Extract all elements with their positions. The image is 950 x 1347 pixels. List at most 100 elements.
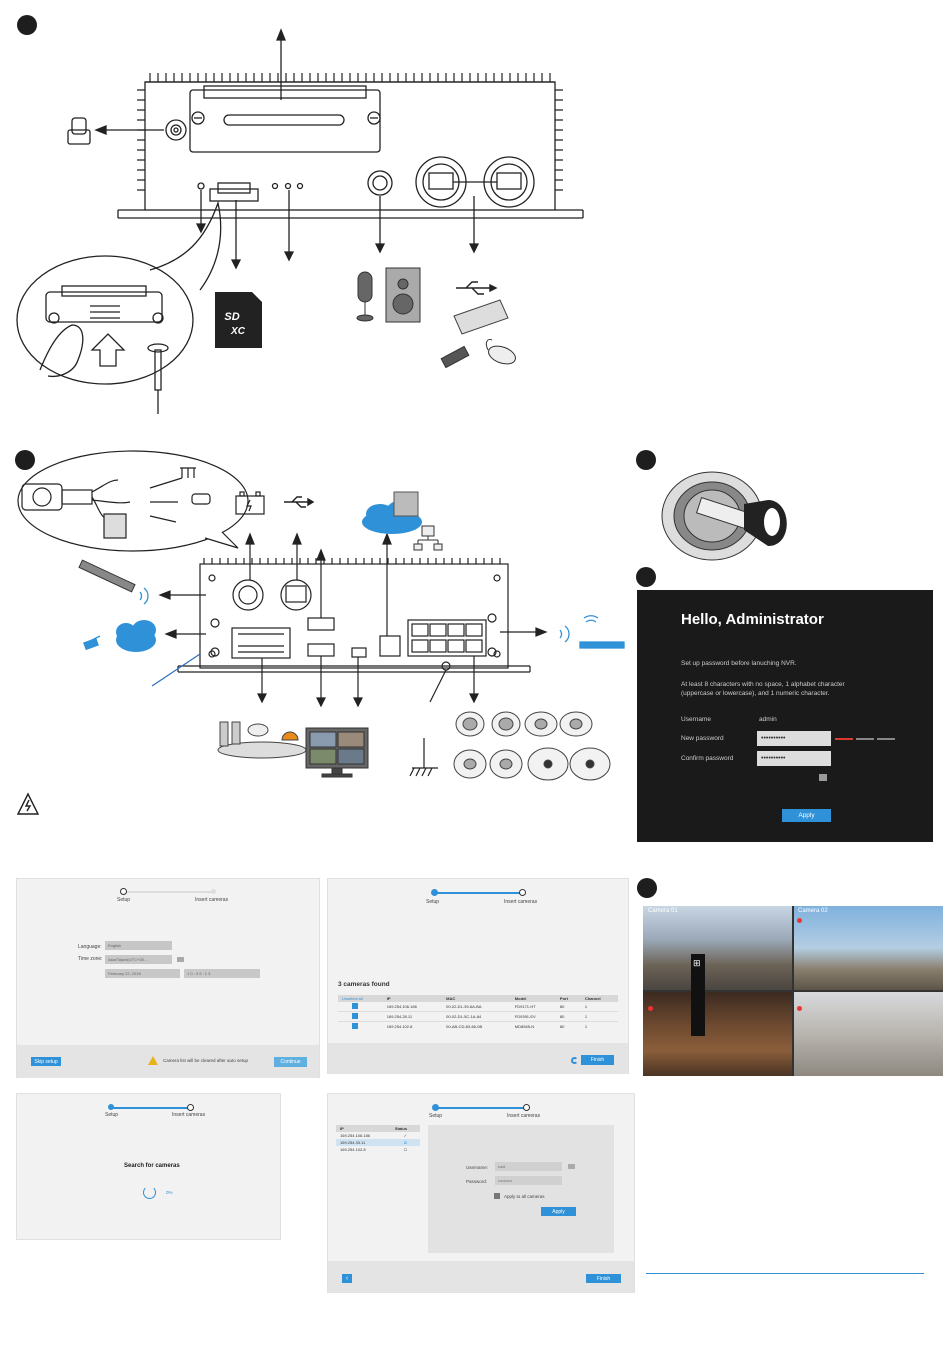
row-ip: 169.254.106.186 xyxy=(340,1133,371,1138)
step-badge-7 xyxy=(637,878,657,898)
sd-card-icon: SD XC xyxy=(215,292,262,348)
col-ip[interactable]: IP xyxy=(386,996,391,1001)
row-status: ☐ xyxy=(403,1147,408,1152)
spinner-icon xyxy=(143,1186,156,1199)
row-model: FD9391-EV xyxy=(514,1014,536,1019)
row-model: FD9171-HT xyxy=(514,1004,536,1009)
row-channel: 1 xyxy=(584,1024,588,1029)
monitor-icon xyxy=(305,727,369,778)
time-field[interactable]: 1 0 : 3 9 : 1 3 xyxy=(184,969,260,978)
username-label: Username: xyxy=(466,1165,489,1170)
step-badge-2 xyxy=(15,450,35,470)
table-row[interactable]: 169.254.106.186 ✓ xyxy=(336,1132,420,1139)
continue-button[interactable]: Continue xyxy=(274,1057,307,1067)
row-checkbox[interactable] xyxy=(352,1023,358,1029)
date-field[interactable]: February 22, 2018 xyxy=(105,969,180,978)
warning-icon xyxy=(148,1056,158,1065)
camera-status-table: IP Status 169.254.106.186 ✓ 169.254.33.1… xyxy=(336,1125,420,1153)
found-footer xyxy=(328,1043,628,1074)
progress-fill xyxy=(435,892,523,894)
col-model[interactable]: Model xyxy=(514,996,527,1001)
col-channel[interactable]: Channel xyxy=(584,996,601,1001)
hello-dialog: Hello, Administrator Set up password bef… xyxy=(637,590,933,842)
step-setup-dot xyxy=(108,1104,114,1110)
insert-panel: Setup Insert cameras IP Status 169.254.1… xyxy=(327,1093,635,1293)
progress-fill xyxy=(111,1107,191,1109)
search-title: Search for cameras xyxy=(124,1163,180,1169)
record-indicator xyxy=(648,1006,653,1011)
grid-icon[interactable]: ⊞ xyxy=(693,958,701,968)
row-channel: 1 xyxy=(584,1004,588,1009)
step-setup-label: Setup xyxy=(105,1112,119,1118)
back-button[interactable]: ‹ xyxy=(342,1274,352,1283)
new-password-field[interactable]: •••••••••• xyxy=(757,731,831,746)
keyboard-toggle-icon[interactable] xyxy=(819,774,827,781)
table-row[interactable]: 169.254.28.11 00-02-D1-5C-1A-84 FD9391-E… xyxy=(338,1012,618,1022)
col-port[interactable]: Port xyxy=(559,996,568,1001)
username-field[interactable]: root xyxy=(495,1162,562,1171)
camera-tile-2[interactable] xyxy=(794,906,943,990)
mouse-icon xyxy=(485,339,516,365)
password-label: Password: xyxy=(466,1179,488,1184)
keyboard-icon[interactable] xyxy=(568,1164,575,1169)
timezone-label: Time zone: xyxy=(78,956,103,962)
credentials-box xyxy=(428,1125,614,1253)
side-menu[interactable] xyxy=(691,954,705,1036)
table-row[interactable]: 169.254.33.11 ☑ xyxy=(336,1139,420,1146)
language-select[interactable]: English xyxy=(105,941,172,950)
cloud-icon xyxy=(116,620,156,652)
row-checkbox[interactable] xyxy=(352,1003,358,1009)
step-insert-label: Insert cameras xyxy=(172,1112,206,1118)
table-row[interactable]: 169.254.106.186 00-02-D1-39-6A-BA FD9171… xyxy=(338,1002,618,1012)
usb-icon xyxy=(456,281,498,295)
col-ip[interactable]: IP xyxy=(340,1126,344,1131)
apply-button[interactable]: Apply xyxy=(541,1207,576,1216)
svg-text:XC: XC xyxy=(230,326,246,337)
keyboard-icon xyxy=(453,299,509,335)
row-status: ✓ xyxy=(403,1133,408,1138)
col-unselect-all[interactable]: Unselect all xyxy=(342,996,363,1001)
row-checkbox[interactable] xyxy=(352,1013,358,1019)
cameras-table: Unselect all IP MAC Model Port Channel 1… xyxy=(338,995,618,1031)
col-mac[interactable]: MAC xyxy=(446,996,456,1001)
microphone-icon xyxy=(356,271,374,322)
setup-footer xyxy=(17,1045,319,1078)
table-row[interactable]: 169.254.102.8 00-AB-CD-83-66-0B MD8565-N… xyxy=(338,1022,618,1032)
skip-setup-button[interactable]: Skip setup xyxy=(31,1057,61,1066)
confirm-password-field[interactable]: •••••••••• xyxy=(757,751,831,766)
step-badge-1 xyxy=(17,15,37,35)
table-row[interactable]: 169.254.102.8 ☐ xyxy=(336,1146,420,1153)
live-view: Camera 01 Camera 02 ⊞ xyxy=(643,906,943,1076)
speaker-icon xyxy=(385,267,421,323)
camera-tile-1[interactable] xyxy=(643,906,792,990)
step-insert-dot xyxy=(211,889,216,894)
usb-icon xyxy=(284,496,315,508)
finish-button[interactable]: Finish xyxy=(586,1274,621,1283)
hello-line-2: At least 8 characters with no space, 1 a… xyxy=(681,681,845,688)
satellite-icon xyxy=(78,559,136,593)
warning-icon xyxy=(16,792,40,815)
finish-button[interactable]: Finish xyxy=(581,1055,614,1065)
front-panel-diagram: SD XC xyxy=(16,28,584,414)
apply-button[interactable]: Apply xyxy=(782,809,831,822)
password-field[interactable]: •••••••••• xyxy=(495,1176,562,1185)
step-setup-label: Setup xyxy=(426,899,440,905)
camera-tile-3[interactable] xyxy=(643,992,792,1076)
step-insert-label: Insert cameras xyxy=(504,899,538,905)
step-setup-label: Setup xyxy=(429,1113,443,1119)
cameras-found-title: 3 cameras found xyxy=(338,981,390,988)
timezone-icon[interactable] xyxy=(177,957,184,962)
apply-all-checkbox[interactable] xyxy=(494,1193,500,1199)
step-setup-dot xyxy=(431,889,438,896)
setup-panel: Setup Insert cameras Language: English T… xyxy=(16,878,320,1078)
row-port: 80 xyxy=(559,1024,565,1029)
battery-icon xyxy=(235,491,265,515)
progress-percent: 0% xyxy=(166,1190,173,1195)
camera-2-label: Camera 02 xyxy=(798,908,828,914)
row-mac: 00-02-D1-39-6A-BA xyxy=(446,1004,482,1009)
timezone-select[interactable]: Asia/Taipei(UTC+08... xyxy=(105,955,172,964)
confirm-password-label: Confirm password xyxy=(681,755,734,762)
camera-tile-4[interactable] xyxy=(794,992,943,1076)
col-status[interactable]: Status xyxy=(394,1126,408,1131)
step-badge-3 xyxy=(636,450,656,470)
